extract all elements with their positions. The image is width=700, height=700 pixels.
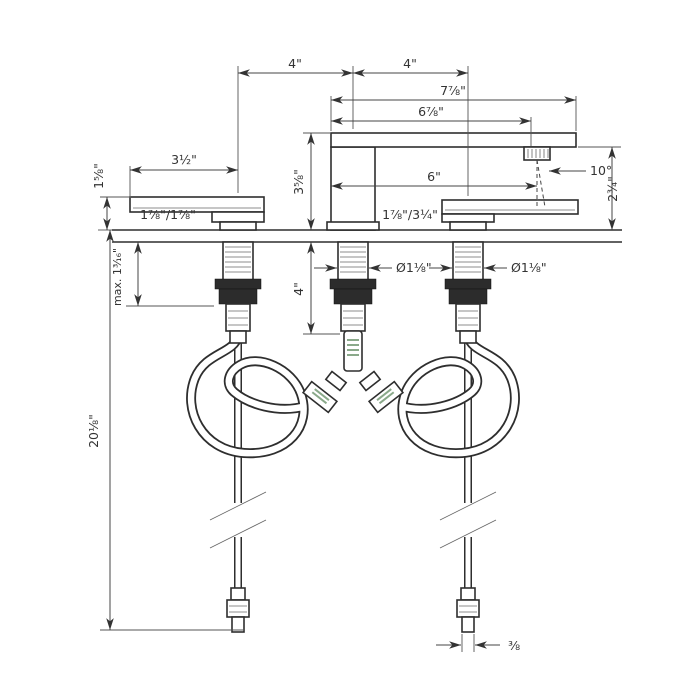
center-mounting-nut xyxy=(333,288,373,305)
left-hose-loop xyxy=(186,334,309,459)
spout-column xyxy=(330,146,376,231)
right-hose-crimp xyxy=(459,330,477,344)
right-handle xyxy=(441,199,579,231)
break-mark xyxy=(209,491,267,521)
right-escutcheon xyxy=(449,221,487,231)
right-mounting-nut xyxy=(448,288,488,305)
break-mark xyxy=(209,519,267,549)
right-supply-tube xyxy=(439,343,497,592)
right-hex-adapter xyxy=(455,303,481,332)
tee-label xyxy=(347,339,359,356)
dim-max-deck-thickness: max. 1³⁄₁₆" xyxy=(111,248,124,306)
center-hex-adapter xyxy=(340,303,366,332)
right-valve-shank xyxy=(444,241,492,344)
right-lever xyxy=(441,199,579,215)
dim-spout-height: 3⅝" xyxy=(291,169,306,195)
spray-angle-arc xyxy=(536,198,545,201)
left-handle-body xyxy=(211,211,265,223)
right-supply-connector xyxy=(456,587,480,633)
dim-supply-dia: ⅜ xyxy=(508,638,520,653)
dim-handle-height: 1⅝" xyxy=(91,163,106,189)
left-handle xyxy=(129,196,265,231)
countertop-deck xyxy=(112,229,622,243)
left-valve-shank xyxy=(214,241,262,344)
break-mark xyxy=(439,491,497,521)
dim-hole-dia-center: Ø1⅛" xyxy=(396,260,432,275)
dim-spacing-left: 4" xyxy=(288,56,302,71)
right-mounting-washer xyxy=(444,278,492,290)
center-shank xyxy=(301,241,405,414)
spout-bar xyxy=(330,132,577,148)
right-handle-body xyxy=(441,213,495,223)
dimension-annotations: 4" 4" 7⅞" 6⅞" 3½" 6" 10° 1⅝" 3⅝" 2¾" 1⅞"… xyxy=(86,56,621,653)
left-mounting-washer xyxy=(214,278,262,290)
left-escutcheon xyxy=(219,221,257,231)
tee-neck-left xyxy=(324,370,348,392)
left-supply-tube xyxy=(209,343,267,592)
label-left-handle-dims: 1⅞"/1⅞" xyxy=(140,207,196,222)
dim-supply-length: 20⅛" xyxy=(86,414,101,448)
tee-neck-right xyxy=(358,370,382,392)
dim-hole-dia-right: Ø1⅛" xyxy=(511,260,547,275)
dim-spout-reach: 6" xyxy=(427,169,441,184)
dim-spray-angle: 10° xyxy=(590,163,612,178)
dim-spout-to-aerator: 6⅞" xyxy=(418,104,444,119)
break-mark xyxy=(439,519,497,549)
dim-spacing-right: 4" xyxy=(403,56,417,71)
left-hex-adapter xyxy=(225,303,251,332)
dim-handle-reach: 3½" xyxy=(171,152,197,167)
dim-shank-length: 4" xyxy=(291,282,306,296)
hose-connector-right xyxy=(367,380,405,414)
left-supply-connector xyxy=(226,587,250,633)
left-mounting-nut xyxy=(218,288,258,305)
hose-connector-left xyxy=(301,380,339,414)
dim-aerator-height: 2¾" xyxy=(605,176,620,202)
dim-spout-overall: 7⅞" xyxy=(440,83,466,98)
label-center-dims: 1⅞"/3¼" xyxy=(382,207,438,222)
aerator xyxy=(523,146,551,161)
center-mounting-washer xyxy=(329,278,377,290)
spout-base-flange xyxy=(326,221,380,231)
spray-angle-line xyxy=(536,159,546,208)
left-hose-crimp xyxy=(229,330,247,344)
right-hose-loop xyxy=(397,334,520,459)
